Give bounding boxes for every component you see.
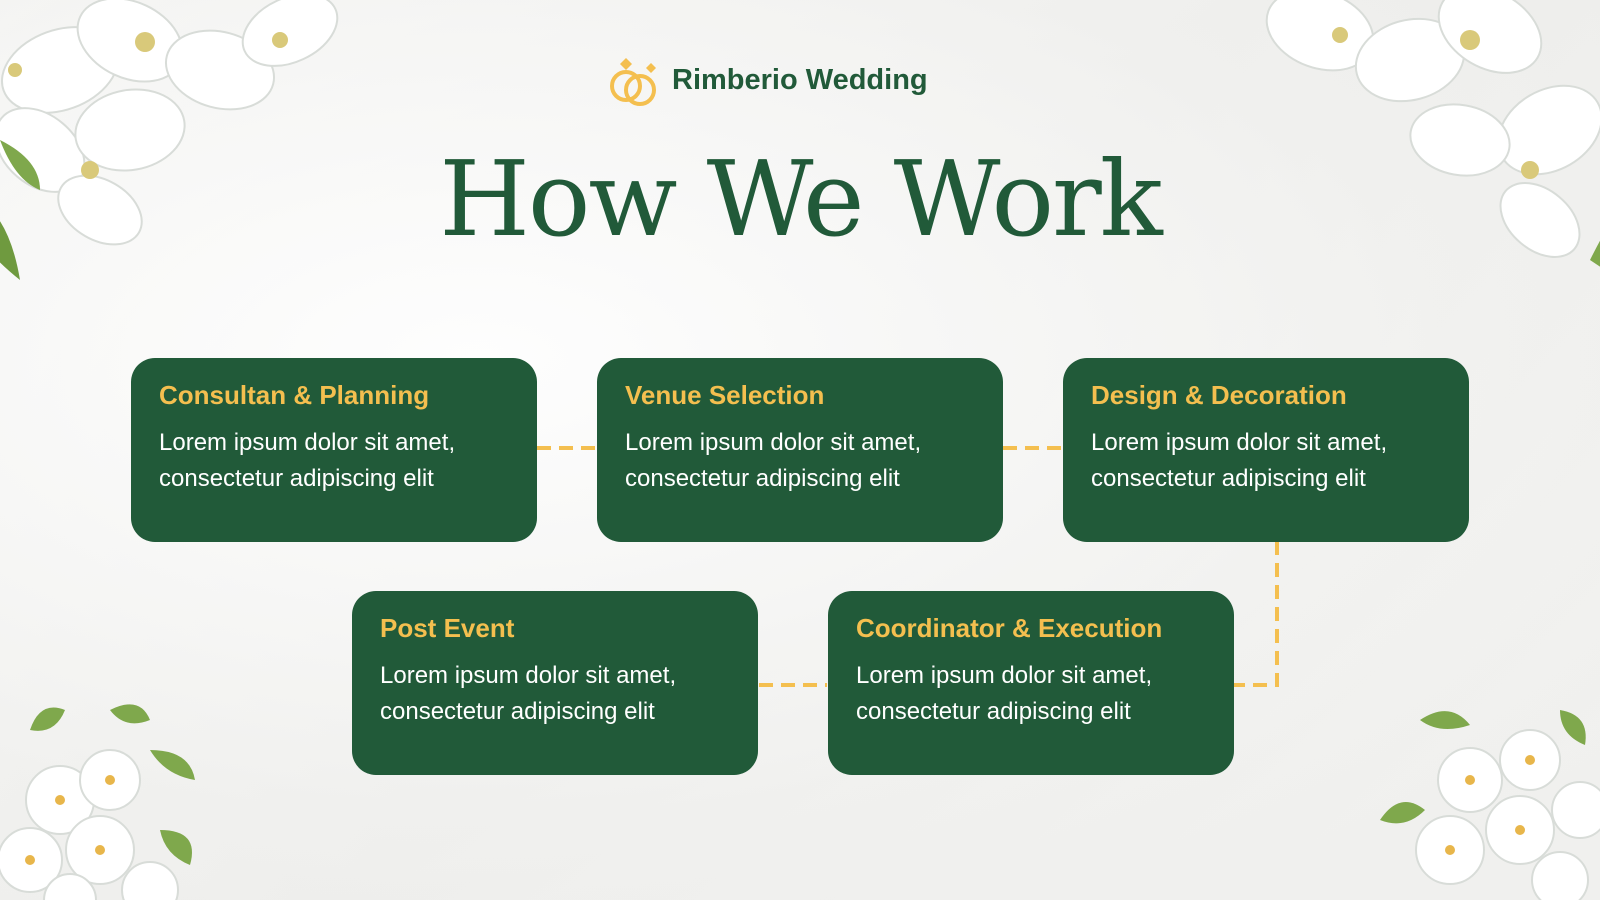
step-card-design-decoration: Design & Decoration Lorem ipsum dolor si… xyxy=(1063,358,1469,542)
step-description: Lorem ipsum dolor sit amet, consectetur … xyxy=(625,429,922,492)
step-title: Post Event xyxy=(380,613,515,643)
page-title: How We Work xyxy=(439,138,1163,260)
step-description: Lorem ipsum dolor sit amet, consectetur … xyxy=(1091,429,1388,492)
step-card-post-event: Post Event Lorem ipsum dolor sit amet, c… xyxy=(352,591,758,775)
wedding-rings-icon xyxy=(610,58,656,106)
step-card-venue-selection: Venue Selection Lorem ipsum dolor sit am… xyxy=(597,358,1003,542)
step-description: Lorem ipsum dolor sit amet, consectetur … xyxy=(380,662,677,725)
brand: Rimberio Wedding xyxy=(608,52,928,108)
connector-3-4 xyxy=(1233,541,1279,687)
white-flower-cluster-icon xyxy=(0,0,339,280)
step-title: Venue Selection xyxy=(625,380,825,410)
step-description: Lorem ipsum dolor sit amet, consectetur … xyxy=(856,662,1153,725)
step-title: Design & Decoration xyxy=(1091,380,1347,410)
white-flower-cluster-icon xyxy=(0,704,195,900)
white-flower-cluster-icon xyxy=(1380,710,1600,900)
step-title: Coordinator & Execution xyxy=(856,613,1163,643)
step-description: Lorem ipsum dolor sit amet, consectetur … xyxy=(159,429,456,492)
step-card-coordinator-execution: Coordinator & Execution Lorem ipsum dolo… xyxy=(828,591,1234,775)
white-flower-cluster-icon xyxy=(1265,0,1600,267)
brand-name: Rimberio Wedding xyxy=(672,63,928,96)
step-card-consultan-planning: Consultan & Planning Lorem ipsum dolor s… xyxy=(131,358,537,542)
step-title: Consultan & Planning xyxy=(159,380,430,410)
